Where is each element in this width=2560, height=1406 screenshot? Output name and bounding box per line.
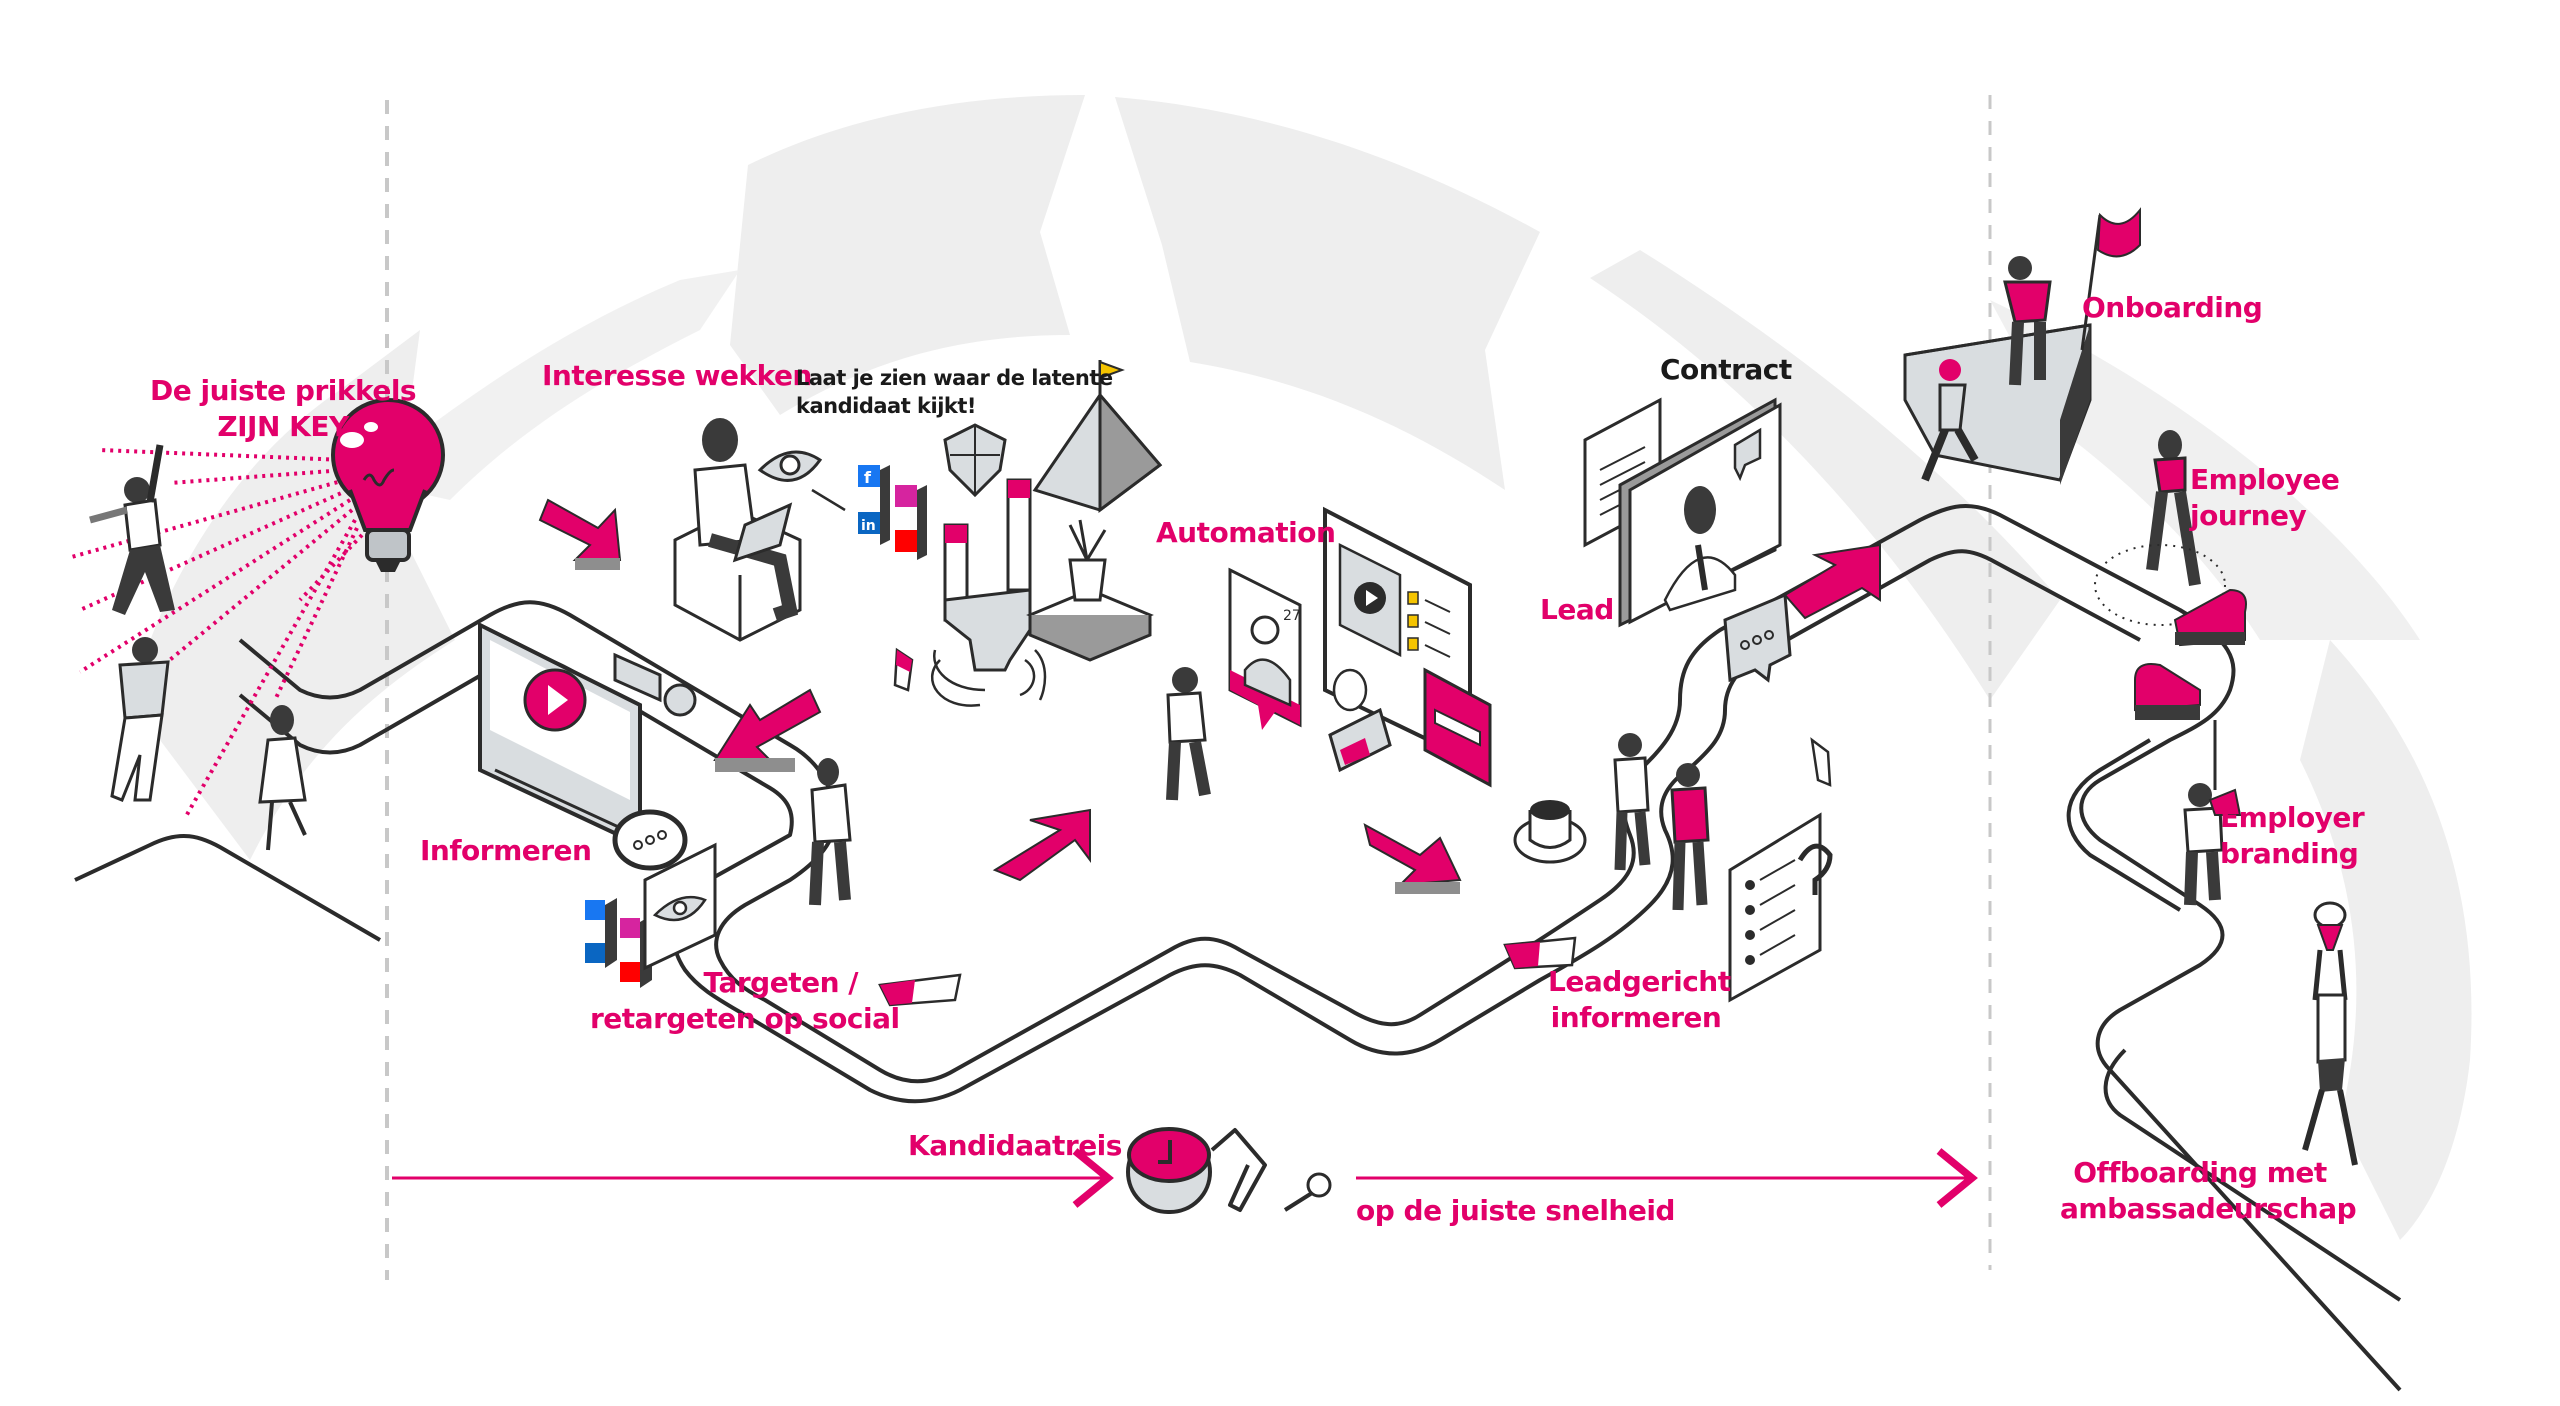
road-flag-marker xyxy=(893,647,914,692)
eye-panel-icon xyxy=(643,842,717,971)
arrow-down-left xyxy=(713,688,822,772)
label-targeten: Targeten / retargeten op social xyxy=(590,966,900,1035)
label-leadgericht-informeren: Leadgericht informeren xyxy=(1548,965,1731,1034)
mountain-flag-icon xyxy=(1032,360,1163,513)
social-boxes-top: f in xyxy=(858,465,927,560)
arch-segment xyxy=(1115,97,1540,490)
label-interesse-wekken: Interesse wekken xyxy=(542,359,812,392)
magenta-panel-icon xyxy=(1423,667,1492,788)
cycle-arch xyxy=(130,95,2472,1240)
person-with-flag xyxy=(2003,207,2141,386)
road-flag-marker-2 xyxy=(878,973,962,1007)
person-climbing xyxy=(1921,359,1979,482)
arrow-down-right xyxy=(538,498,622,570)
arrow-down-right-2 xyxy=(1363,823,1462,894)
label-automation: Automation xyxy=(1156,516,1336,549)
gem-icon xyxy=(943,423,1007,498)
arch-segment xyxy=(360,270,740,500)
label-juiste-snelheid: op de juiste snelheid xyxy=(1356,1194,1675,1227)
lightbulb-icon xyxy=(67,398,445,819)
arch-segment xyxy=(2300,640,2472,1240)
label-employee-journey: Employee journey xyxy=(2190,463,2340,532)
person-megaphone xyxy=(2183,720,2242,906)
linkedin-icon xyxy=(585,943,605,963)
road-arrows xyxy=(538,498,1881,894)
eye-icon xyxy=(757,450,846,512)
chat-bubble-icon xyxy=(612,809,688,871)
label-kandidaatreis: Kandidaatreis xyxy=(908,1129,1122,1162)
person-walking xyxy=(110,637,170,802)
chat-bubble-icon-2 xyxy=(1723,592,1792,683)
label-employer-branding: Employer branding xyxy=(2220,801,2365,870)
dotted-ring xyxy=(2094,544,2226,626)
arch-segment xyxy=(1590,250,2060,700)
coffee-cup-icon xyxy=(1513,800,1587,864)
linkedin-icon xyxy=(858,512,880,534)
hand-bars-icon xyxy=(932,478,1036,697)
video-call-icon xyxy=(1618,397,1782,628)
label-offboarding: Offboarding met ambassadeurschap xyxy=(2060,1156,2357,1225)
instagram-icon xyxy=(620,918,640,938)
label-contract: Contract xyxy=(1660,353,1792,386)
svg-text:in: in xyxy=(861,518,876,534)
curved-arrows xyxy=(930,649,1047,707)
plant-book-icon xyxy=(1026,519,1154,662)
person-trophy xyxy=(2302,901,2358,1166)
walking-man xyxy=(1166,667,1211,801)
label-latente-kandidaat: Laat je zien waar de latente kandidaat k… xyxy=(796,366,1113,418)
label-onboarding: Onboarding xyxy=(2082,291,2263,324)
phone-chat-icon xyxy=(1328,668,1392,773)
arch-segment xyxy=(730,95,1085,415)
arch-segment xyxy=(1990,300,2420,640)
arrow-up-right xyxy=(992,808,1091,882)
social-boxes-bottom xyxy=(585,898,652,988)
woman-with-laptop xyxy=(673,418,802,642)
timeline xyxy=(392,1127,1978,1214)
profile-card-number: 27 xyxy=(1283,608,1301,624)
person-woman-walking-2 xyxy=(2146,430,2201,586)
heart-steps xyxy=(2134,588,2247,720)
instagram-icon xyxy=(895,485,917,507)
svg-text:f: f xyxy=(864,468,872,487)
checklist-question-icon xyxy=(1728,812,1833,1003)
facebook-icon xyxy=(585,900,605,920)
person-jumping xyxy=(89,444,175,615)
youtube-icon xyxy=(895,530,917,552)
label-juiste-prikkels: De juiste prikkels ZIJN KEY xyxy=(150,374,417,443)
profile-card-icon: 27 xyxy=(1228,567,1302,730)
facebook-icon xyxy=(858,465,880,487)
person-thinking xyxy=(809,758,852,906)
label-informeren: Informeren xyxy=(420,834,592,867)
arrow-up-right-2 xyxy=(1783,543,1881,620)
label-lead: Lead xyxy=(1540,593,1614,626)
road-flag-marker-3 xyxy=(1503,737,1832,970)
stopwatch-icon xyxy=(1126,1127,1332,1214)
people-talking xyxy=(1613,733,1710,911)
person-woman-walking xyxy=(258,705,307,851)
youtube-icon xyxy=(620,962,640,982)
